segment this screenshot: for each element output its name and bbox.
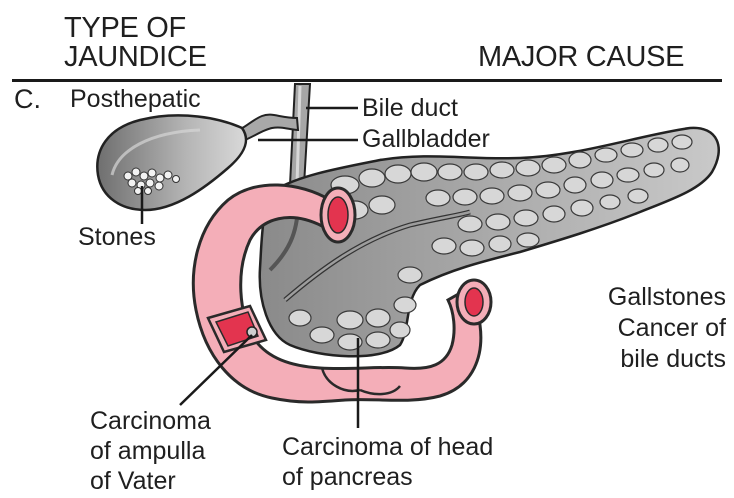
ampulla-label-line2: of ampulla (90, 436, 211, 466)
major-causes-list: Gallstones Cancer of bile ducts (608, 282, 726, 375)
stones-label: Stones (78, 224, 156, 251)
major-cause-header: MAJOR CAUSE (478, 43, 684, 72)
bile-duct-label: Bile duct (362, 95, 458, 122)
gallbladder (97, 115, 246, 210)
cause-gallstones: Gallstones (608, 282, 726, 313)
type-of-jaundice-label: TYPE OF JAUNDICE (64, 14, 207, 72)
ampulla-label-line1: Carcinoma (90, 406, 211, 436)
type-label-line2: JAUNDICE (64, 43, 207, 72)
head-label-line2: of pancreas (282, 462, 493, 492)
type-label-line1: TYPE OF (64, 14, 207, 43)
gallbladder-label: Gallbladder (362, 126, 490, 153)
section-title: Posthepatic (70, 86, 201, 113)
head-label-line1: Carcinoma of head (282, 432, 493, 462)
section-letter: C. (14, 84, 41, 115)
header-rule (12, 79, 722, 82)
ampulla-label-line3: of Vater (90, 466, 211, 496)
cause-cancer-of: Cancer of (608, 313, 726, 344)
cause-bile-ducts: bile ducts (608, 344, 726, 375)
pancreas-head-carcinoma-label: Carcinoma of head of pancreas (282, 432, 493, 492)
ampulla-carcinoma-label: Carcinoma of ampulla of Vater (90, 406, 211, 496)
